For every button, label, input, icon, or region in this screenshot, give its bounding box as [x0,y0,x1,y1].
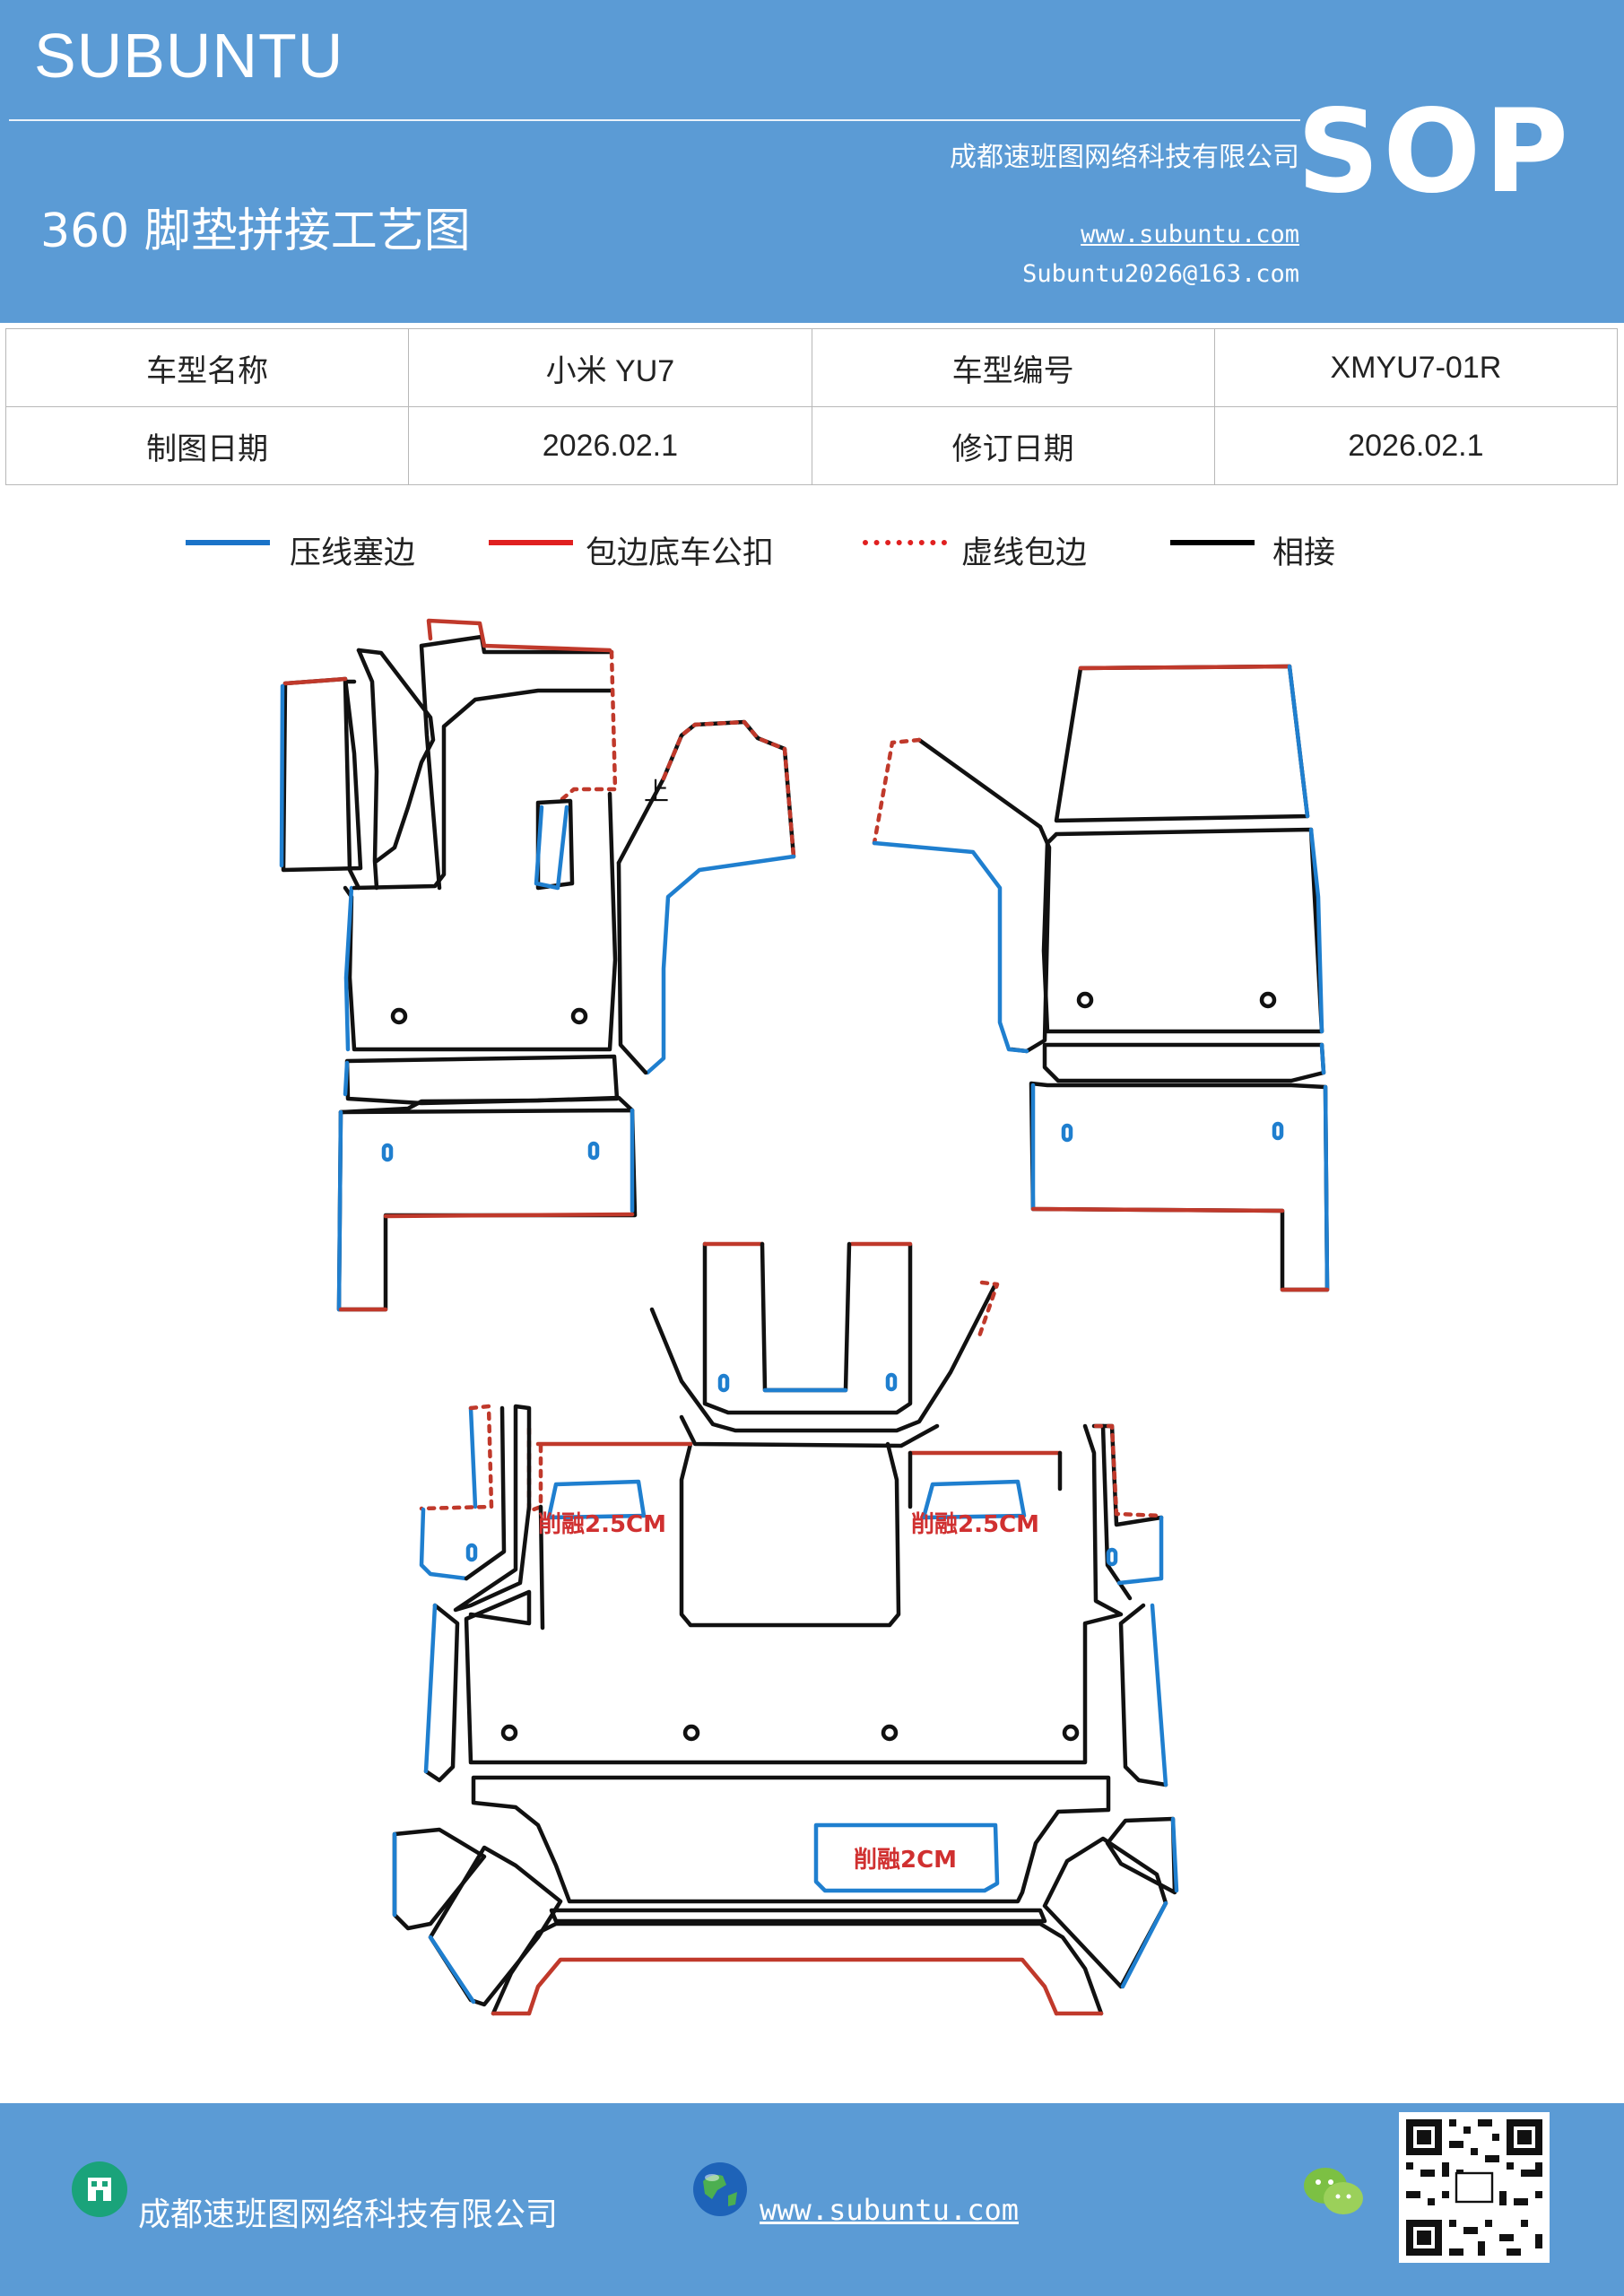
header-website-link[interactable]: www.subuntu.com [1081,221,1299,248]
legend-swatch-red [489,540,573,545]
rear-mat: 削融2.5CM 削融2.5CM [392,1241,1179,2016]
table-value: 2026.02.1 [1213,406,1619,485]
table-label: 修订日期 [811,406,1215,485]
legend-swatch-black [1170,540,1255,545]
table-row: 制图日期 2026.02.1 修订日期 2026.02.1 [4,406,1619,485]
header-email: Subuntu2026@163.com [1022,260,1299,288]
qr-code [1399,2112,1550,2263]
header-divider [9,119,1300,121]
table-label: 制图日期 [4,406,410,485]
table-value: 小米 YU7 [408,328,812,407]
trim-note-left: 削融2.5CM [538,1511,666,1538]
globe-icon [693,2162,747,2216]
vehicle-info-table: 车型名称 小米 YU7 车型编号 XMYU7-01R 制图日期 2026.02.… [4,328,1619,485]
footer-company: 成都速班图网络科技有限公司 [138,2196,559,2233]
brand-logo-text: SUBUNTU [34,21,344,91]
legend-swatch-blue [186,540,270,545]
driver-front-mat: 上 [279,618,796,1312]
header-banner: SUBUNTU 成都速班图网络科技有限公司 360 脚垫拼接工艺图 www.su… [0,0,1624,323]
page-title: 360 脚垫拼接工艺图 [40,204,471,258]
legend-swatch-red-dotted [863,540,947,545]
table-label: 车型名称 [4,328,410,407]
legend-label: 压线塞边 [290,535,416,571]
legend-label: 虚线包边 [961,535,1088,571]
footer-website-link[interactable]: www.subuntu.com [760,2193,1019,2227]
wechat-icon [1304,2168,1363,2214]
trim-note-right: 削融2.5CM [911,1511,1039,1538]
table-value: 2026.02.1 [408,406,812,485]
company-icon [72,2161,127,2217]
table-label: 车型编号 [811,328,1215,407]
trim-note-center: 削融2CM [854,1847,957,1874]
floor-mat-diagram: 上 [279,618,1330,2016]
header-company: 成都速班图网络科技有限公司 [950,142,1299,173]
table-row: 车型名称 小米 YU7 车型编号 XMYU7-01R [4,328,1619,407]
legend-label: 包边底车公扣 [586,535,775,571]
passenger-front-mat [872,664,1330,1292]
legend-label: 相接 [1272,535,1336,571]
sop-badge: SOP [1297,85,1572,219]
table-value: XMYU7-01R [1213,328,1619,407]
footer-banner: 成都速班图网络科技有限公司 www.subuntu.com [0,2103,1624,2296]
